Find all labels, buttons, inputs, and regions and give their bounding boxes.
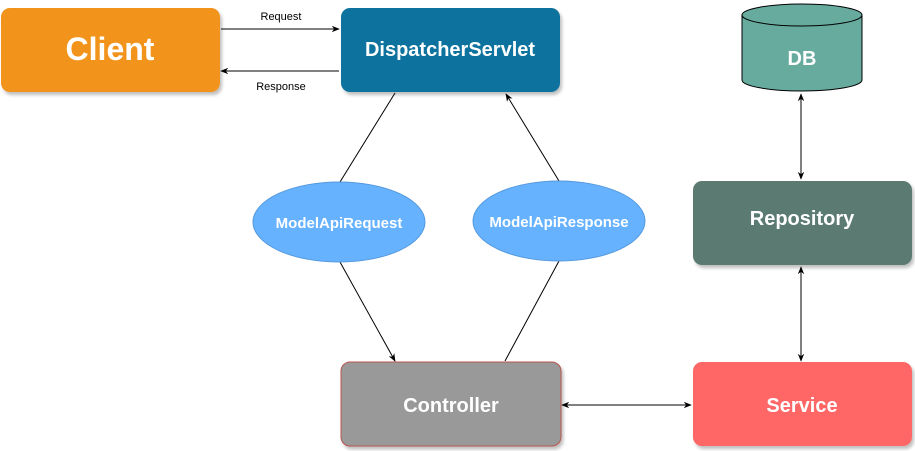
dispatcher-servlet-label: DispatcherServlet xyxy=(365,39,535,61)
service-box xyxy=(693,362,912,446)
db-cylinder xyxy=(741,15,863,92)
model-api-request-label: ModelApiRequest xyxy=(276,215,403,232)
client-label: Client xyxy=(66,31,155,67)
controller-to-response-edge xyxy=(504,260,560,362)
model-api-response-ellipse xyxy=(472,180,646,262)
controller-label: Controller xyxy=(403,395,499,417)
model-api-response-label: ModelApiResponse xyxy=(489,214,628,231)
dispatcher-servlet-box xyxy=(341,8,560,92)
repository-label: Repository xyxy=(750,208,855,230)
db-cylinder-top xyxy=(741,3,863,27)
dispatcher-to-request-edge xyxy=(339,92,396,183)
db-label: DB xyxy=(788,48,817,70)
client-node[interactable]: Client xyxy=(1,8,220,92)
controller-node[interactable]: Controller xyxy=(340,361,562,447)
request-edge-label: Request xyxy=(261,11,302,23)
service-node[interactable]: Service xyxy=(693,362,912,446)
model-api-request-node[interactable]: ModelApiRequest xyxy=(252,181,426,263)
controller-box xyxy=(340,361,562,447)
service-label: Service xyxy=(766,395,837,417)
response-to-dispatcher-edge xyxy=(505,93,560,182)
dispatcher-servlet-node[interactable]: DispatcherServlet xyxy=(341,8,560,92)
edges xyxy=(220,25,805,409)
client-box xyxy=(1,8,220,92)
repository-box xyxy=(693,181,912,265)
repository-node[interactable]: Repository xyxy=(693,181,912,265)
response-edge-label: Response xyxy=(256,81,306,93)
request-to-controller-edge xyxy=(339,261,396,362)
model-api-response-node[interactable]: ModelApiResponse xyxy=(472,180,646,262)
model-api-request-ellipse xyxy=(252,181,426,263)
db-node[interactable]: DB xyxy=(741,3,863,92)
